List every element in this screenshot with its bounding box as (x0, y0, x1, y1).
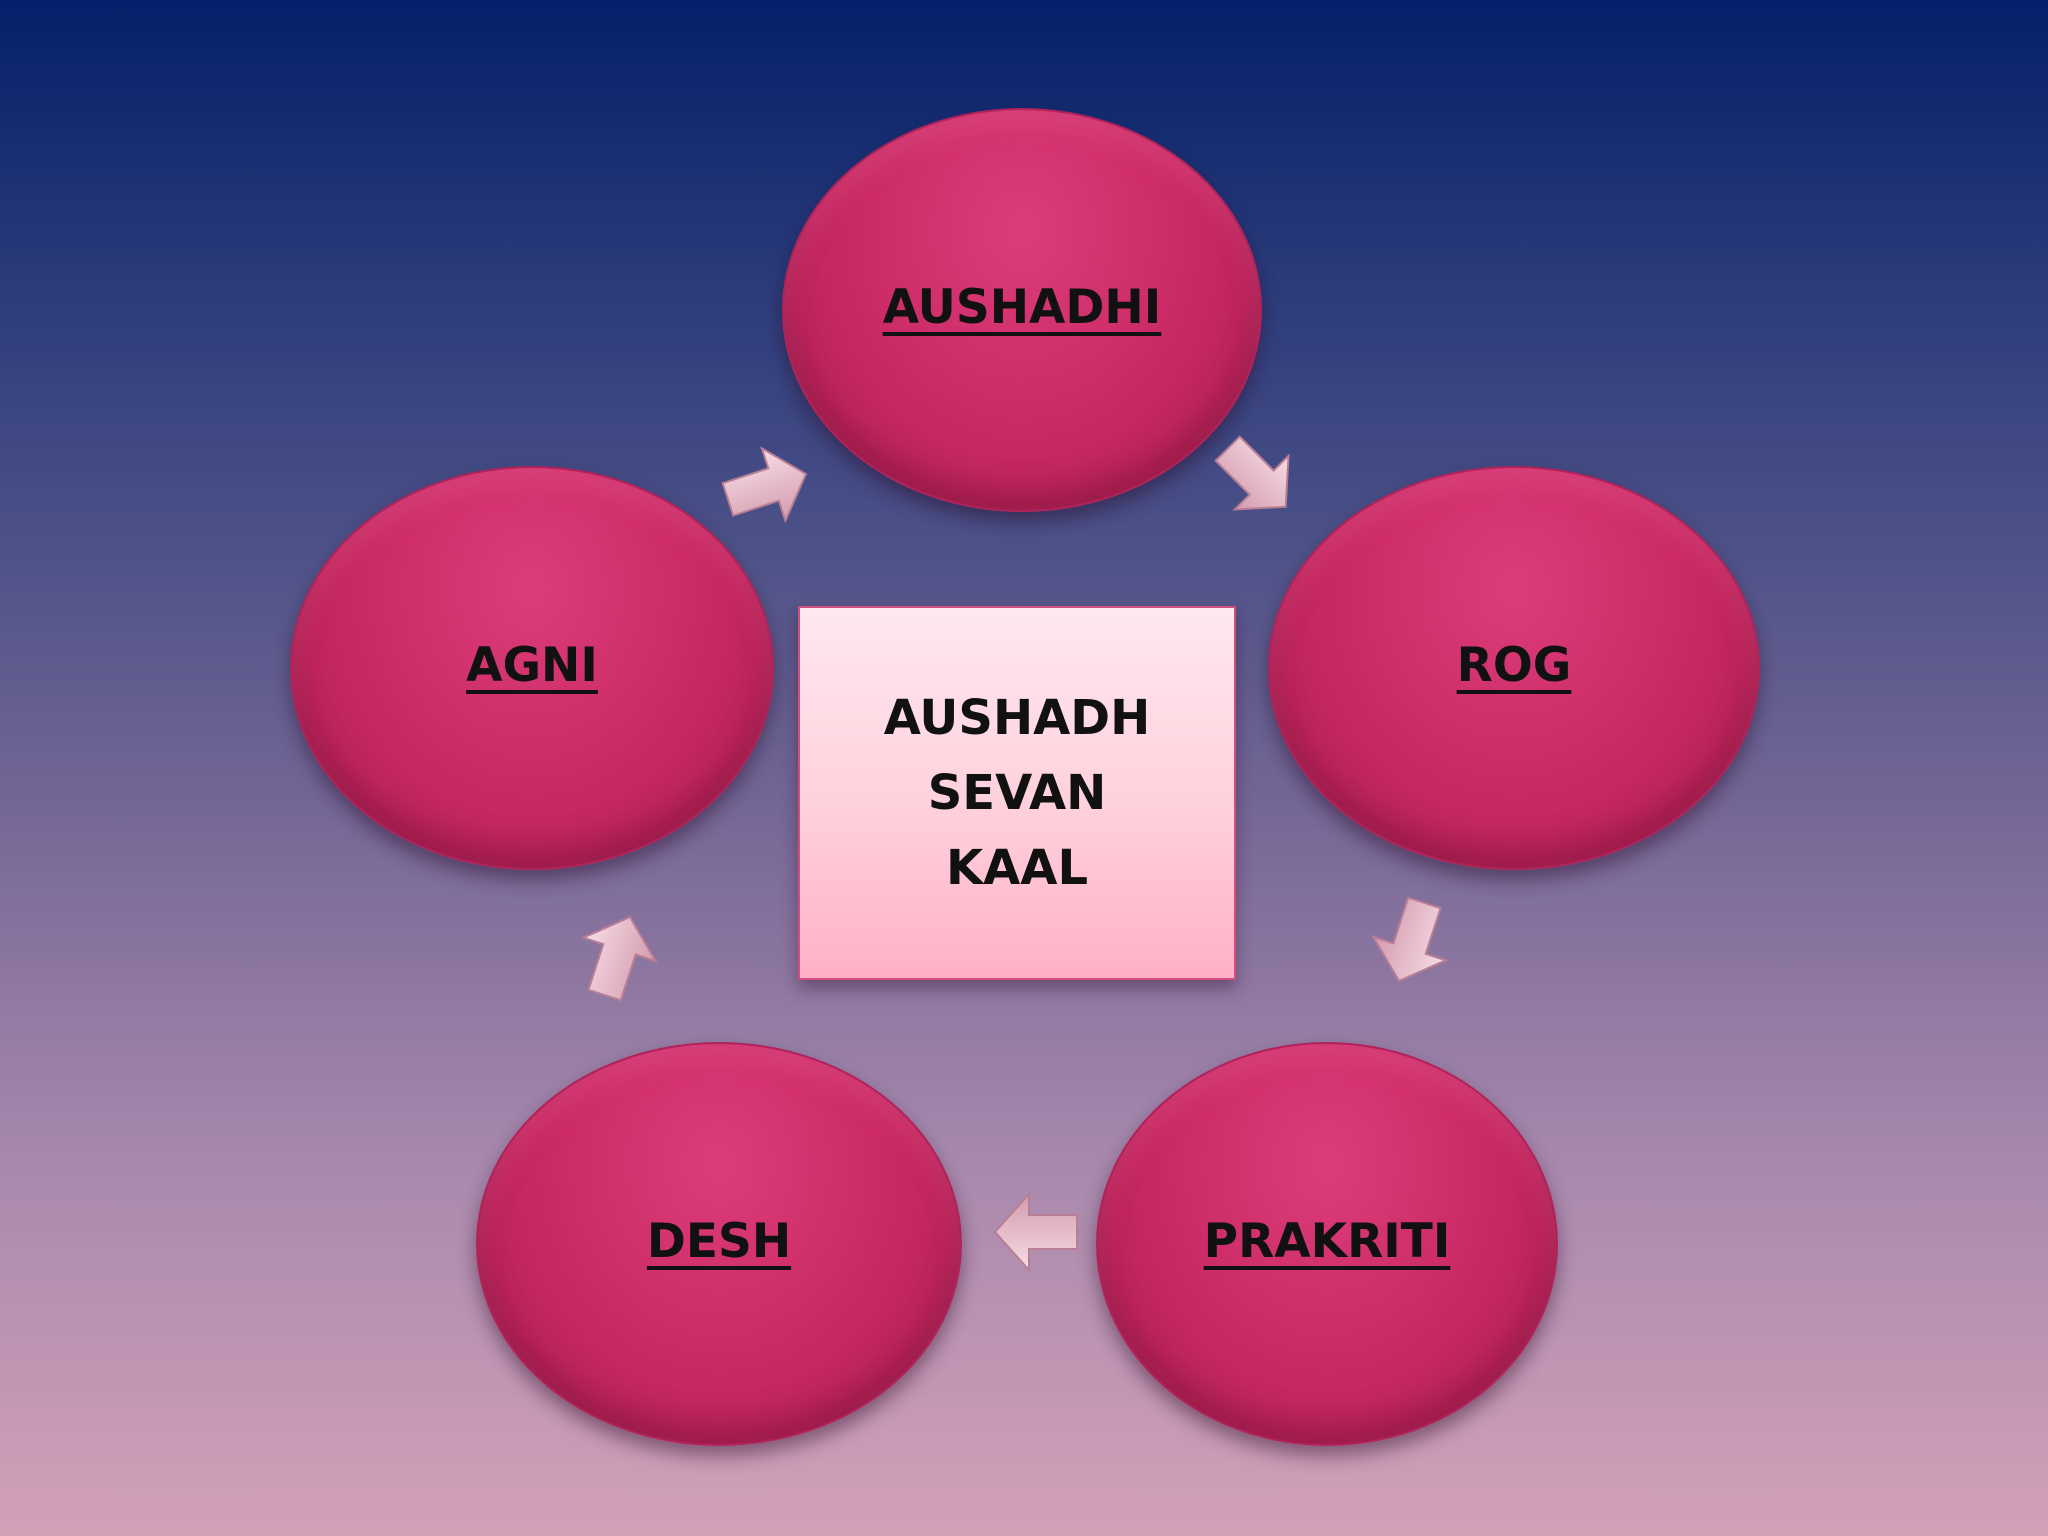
node-label-desh: DESH (646, 1214, 792, 1269)
node-label-prakriti: PRAKRITI (1203, 1214, 1451, 1269)
arrow-prakriti-to-desh-icon (993, 1191, 1078, 1273)
arrow-rog-to-prakriti-icon (1371, 896, 1449, 983)
node-desh: DESH (476, 1042, 962, 1446)
center-line-2: SEVAN (927, 764, 1107, 821)
node-agni: AGNI (290, 466, 774, 870)
arrow-agni-to-aushadhi-icon (721, 446, 808, 524)
center-line-1: AUSHADH (883, 689, 1151, 746)
node-rog: ROG (1268, 466, 1760, 870)
node-prakriti: PRAKRITI (1096, 1042, 1558, 1446)
node-aushadhi: AUSHADHI (782, 108, 1262, 512)
node-label-rog: ROG (1456, 638, 1572, 693)
center-box: AUSHADH SEVAN KAAL (798, 606, 1236, 980)
arrow-desh-to-agni-icon (580, 915, 658, 1002)
node-label-aushadhi: AUSHADHI (882, 280, 1162, 335)
arrow-aushadhi-to-rog-icon (1214, 435, 1290, 511)
node-label-agni: AGNI (466, 638, 598, 693)
center-line-3: KAAL (945, 839, 1089, 896)
